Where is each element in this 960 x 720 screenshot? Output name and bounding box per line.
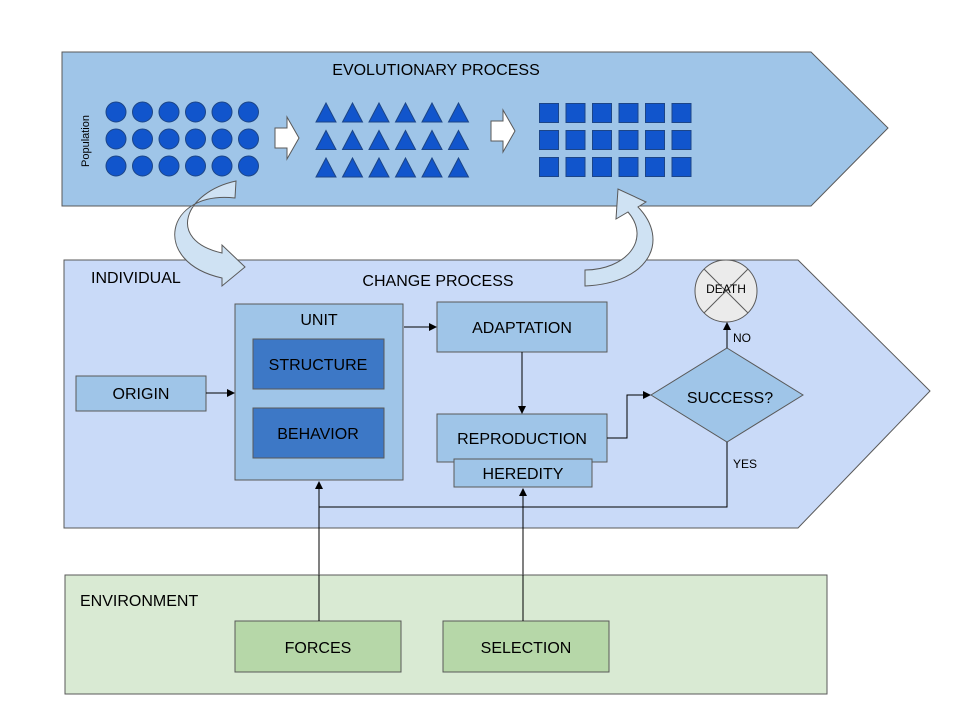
population-square-icon — [618, 103, 639, 123]
population-square-icon — [539, 130, 559, 150]
success-yes-feedback-connector — [319, 442, 728, 508]
population-triangle-icon — [315, 101, 337, 123]
evolutionary-process-title: EVOLUTIONARY PROCESS — [332, 62, 539, 79]
population-triangle-icon — [394, 101, 417, 123]
population-circle-icon — [211, 101, 233, 123]
forces-box — [234, 620, 402, 673]
population-circle-icon — [238, 128, 259, 150]
adaptation-label: ADAPTATION — [472, 320, 572, 337]
population-circle-icon — [132, 128, 153, 150]
curved-arrow-up-icon — [584, 188, 654, 287]
heredity-label: HEREDITY — [483, 466, 564, 483]
population-square-icon — [565, 103, 586, 123]
population-circle-icon — [211, 128, 233, 150]
population-square-icon — [618, 157, 639, 177]
population-circle-icon — [238, 101, 259, 123]
population-triangle-icon — [421, 156, 443, 178]
population-square-icon — [539, 157, 559, 177]
population-label: Population — [80, 115, 92, 167]
population-triangle-icon — [447, 129, 470, 150]
population-triangle-icon — [341, 156, 364, 178]
population-square-icon — [592, 157, 612, 177]
structure-box — [252, 338, 385, 390]
population-square-icon — [645, 103, 665, 123]
death-cross-icon — [703, 268, 749, 314]
population-square-icon — [592, 103, 612, 123]
population-triangle-icon — [315, 156, 337, 178]
population-circle-icon — [158, 101, 180, 123]
population-triangle-icon — [421, 101, 443, 123]
population-circle-icon — [132, 101, 153, 123]
reproduction-label: REPRODUCTION — [457, 431, 587, 448]
population-circle-icon — [211, 155, 233, 177]
change-process-title: CHANGE PROCESS — [362, 273, 513, 290]
population-square-icon — [565, 130, 586, 150]
adaptation-box — [436, 301, 608, 353]
population-circle-icon — [185, 155, 206, 177]
population-circle-icon — [132, 155, 153, 177]
success-label: SUCCESS? — [687, 390, 773, 407]
block-arrow-1-icon — [274, 115, 300, 161]
heredity-box — [453, 458, 593, 488]
population-triangle-icon — [394, 156, 417, 178]
population-triangle-icon — [368, 101, 390, 123]
origin-label: ORIGIN — [113, 386, 170, 403]
environment-label: ENVIRONMENT — [80, 593, 198, 610]
population-circle-icon — [238, 155, 259, 177]
population-square-icon — [645, 157, 665, 177]
population-triangle-icon — [447, 101, 470, 123]
population-triangle-icon — [341, 129, 364, 150]
generation-triangles — [315, 101, 470, 178]
reproduction-to-success-connector — [607, 391, 651, 439]
population-circle-icon — [158, 155, 180, 177]
population-square-icon — [618, 130, 639, 150]
individual-label: INDIVIDUAL — [91, 270, 181, 287]
unit-label: UNIT — [300, 312, 338, 329]
origin-box — [75, 375, 207, 412]
population-square-icon — [671, 130, 692, 150]
population-circle-icon — [105, 101, 127, 123]
behavior-box — [252, 407, 385, 459]
population-square-icon — [565, 157, 586, 177]
death-label: DEATH — [706, 282, 746, 296]
forces-label: FORCES — [285, 640, 352, 657]
population-square-icon — [671, 157, 692, 177]
curved-arrow-down-icon — [174, 180, 246, 288]
structure-label: STRUCTURE — [269, 357, 368, 374]
population-triangle-icon — [447, 156, 470, 178]
behavior-label: BEHAVIOR — [277, 426, 359, 443]
population-circle-icon — [185, 128, 206, 150]
population-circle-icon — [105, 155, 127, 177]
population-triangle-icon — [341, 101, 364, 123]
selection-box — [442, 620, 610, 673]
population-triangle-icon — [315, 129, 337, 150]
generation-circles — [105, 101, 259, 177]
population-circle-icon — [185, 101, 206, 123]
selection-label: SELECTION — [481, 640, 572, 657]
population-triangle-icon — [394, 129, 417, 150]
population-triangle-icon — [368, 156, 390, 178]
generation-squares — [539, 103, 692, 177]
population-square-icon — [539, 103, 559, 123]
block-arrow-2-icon — [490, 108, 516, 154]
yes-label: YES — [733, 457, 757, 471]
population-square-icon — [592, 130, 612, 150]
population-square-icon — [645, 130, 665, 150]
population-triangle-icon — [368, 129, 390, 150]
population-triangle-icon — [421, 129, 443, 150]
population-circle-icon — [158, 128, 180, 150]
no-label: NO — [733, 331, 751, 345]
population-square-icon — [671, 103, 692, 123]
population-circle-icon — [105, 128, 127, 150]
